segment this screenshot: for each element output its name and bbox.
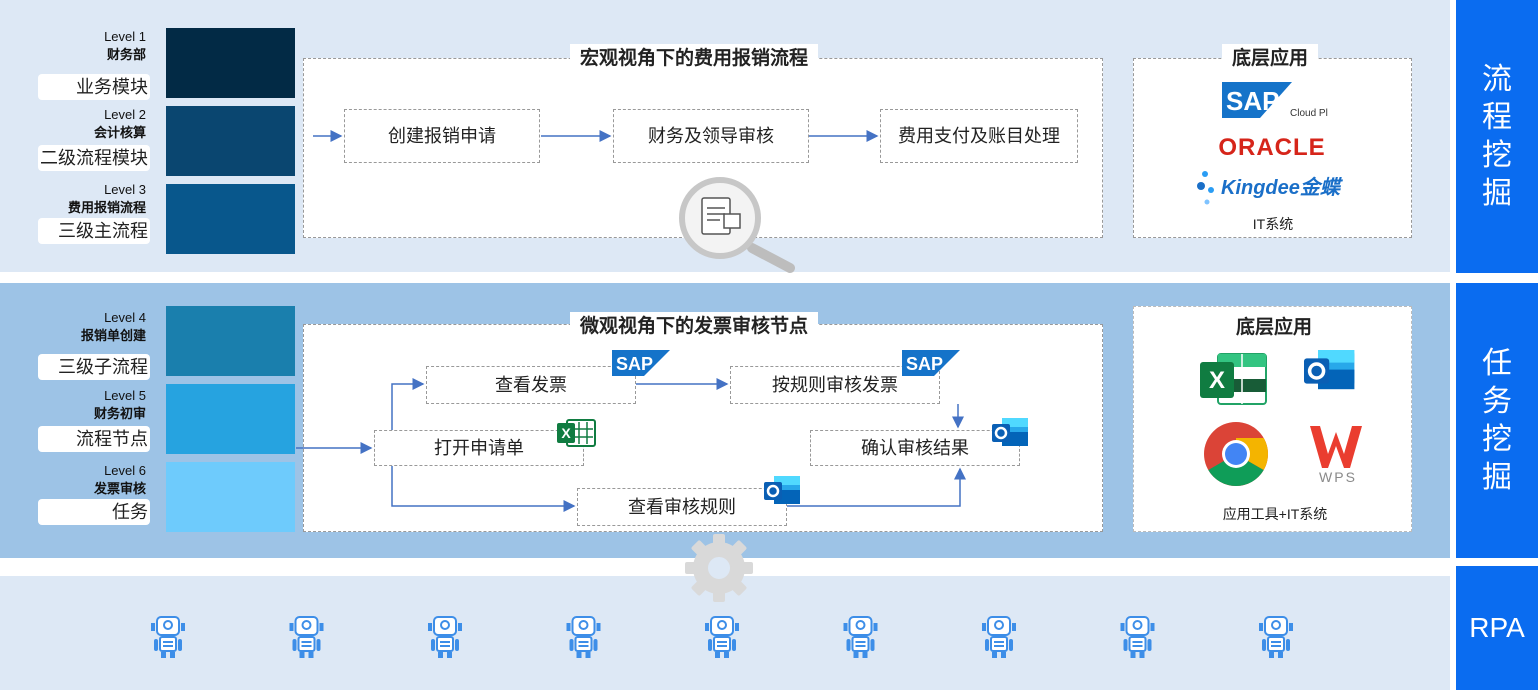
level-number: Level 3: [104, 182, 146, 197]
sap-small-icon: SAP: [902, 350, 960, 376]
robot-icon: [427, 616, 463, 659]
rpa-robots: [150, 616, 1294, 659]
micro-task-title: 微观视角下的发票审核节点: [570, 312, 819, 342]
robot-icon: [981, 616, 1017, 659]
robot-icon: [150, 616, 186, 659]
robot-icon: [288, 616, 325, 659]
outlook-small-icon: [762, 474, 802, 506]
outlook-icon: [1302, 348, 1357, 391]
level-4-label: Level 4 报销单创建: [81, 309, 146, 345]
level-6-block: [166, 462, 295, 532]
sap-cloud-text: Cloud Pl: [1290, 108, 1328, 119]
micro-apps-panel: [1133, 306, 1412, 532]
sidebar-char: 挖: [1482, 138, 1512, 172]
sidebar-char: 任: [1482, 346, 1512, 380]
svg-text:X: X: [1209, 367, 1225, 394]
sidebar-rpa: RPA: [1456, 566, 1538, 690]
svg-text:SAP: SAP: [906, 354, 943, 374]
it-system-caption: IT系统: [1252, 216, 1294, 232]
level-number: Level 2: [104, 107, 146, 122]
sidebar-task-mining: 任 务 挖 掘: [1456, 283, 1538, 558]
sidebar-char: 流: [1482, 62, 1512, 96]
chrome-icon: [1204, 422, 1268, 486]
micro-apps-title: 底层应用: [1226, 313, 1323, 343]
oracle-text: ORACLE: [1218, 134, 1325, 161]
arrow-open-to-invoice: [391, 378, 425, 430]
magnifier-icon: [679, 177, 795, 273]
robot-icon: [704, 616, 740, 659]
node-confirm-result: 确认审核结果: [810, 430, 1020, 466]
level-number: Level 1: [104, 29, 146, 44]
level-2-tag: 二级流程模块: [38, 145, 150, 171]
level-3-label: Level 3 费用报销流程: [68, 181, 146, 217]
level-2-block: [166, 106, 295, 176]
oracle-logo: ORACLE: [1196, 131, 1348, 161]
step-finance-review: 财务及领导审核: [613, 109, 809, 163]
level-6-tag: 任务: [38, 499, 150, 525]
macro-apps-title: 底层应用: [1222, 44, 1319, 74]
macro-process-title: 宏观视角下的费用报销流程: [570, 44, 819, 74]
robot-icon: [842, 616, 879, 659]
level-5-block: [166, 384, 295, 454]
sidebar-rpa-label: RPA: [1469, 612, 1525, 643]
level-1-block: [166, 28, 295, 98]
arrow-open-to-rules: [391, 466, 576, 512]
level-2-label: Level 2 会计核算: [94, 106, 146, 142]
arrow-rules-to-confirm: [787, 467, 966, 507]
sap-small-icon: SAP: [612, 350, 670, 376]
node-open-application: 打开申请单: [374, 430, 584, 466]
svg-text:SAP: SAP: [616, 354, 653, 374]
level-5-label: Level 5 财务初审: [94, 387, 146, 423]
level-number: Level 5: [104, 388, 146, 403]
gear-icon: [685, 534, 753, 602]
level-name: 会计核算: [93, 125, 146, 140]
sidebar-char: 挖: [1482, 422, 1512, 456]
level-6-label: Level 6 发票审核: [94, 462, 146, 498]
excel-small-icon: X: [557, 419, 596, 447]
level-1-label: Level 1 财务部: [104, 28, 146, 64]
level-3-block: [166, 184, 295, 254]
level-1-tag: 业务模块: [38, 74, 150, 100]
level-name: 发票审核: [93, 481, 146, 496]
sidebar-char: 程: [1482, 100, 1512, 134]
sidebar-char: 掘: [1482, 176, 1512, 210]
robot-icon: [1119, 616, 1156, 659]
node-view-invoice: 查看发票: [426, 366, 636, 404]
level-name: 财务部: [106, 47, 146, 62]
wps-icon: WPS: [1310, 426, 1362, 485]
step-payment-processing: 费用支付及账目处理: [880, 109, 1078, 163]
sap-cloud-logo: SAP Cloud Pl: [1222, 80, 1338, 120]
node-view-audit-rules: 查看审核规则: [577, 488, 787, 526]
level-number: Level 6: [104, 463, 146, 478]
level-4-block: [166, 306, 295, 376]
sidebar-process-mining: 流 程 挖 掘: [1456, 0, 1538, 273]
sidebar-char: 务: [1482, 384, 1512, 418]
level-3-tag: 三级主流程: [38, 218, 150, 244]
level-name: 财务初审: [93, 406, 146, 421]
level-name: 报销单创建: [80, 328, 146, 343]
level-4-tag: 三级子流程: [38, 354, 150, 380]
excel-icon: X: [1200, 353, 1267, 405]
step-create-claim: 创建报销申请: [344, 109, 540, 163]
wps-label: WPS: [1319, 469, 1357, 485]
robot-icon: [1258, 616, 1294, 659]
level-number: Level 4: [104, 310, 146, 325]
kingdee-logo: Kingdee金蝶: [1191, 164, 1347, 210]
tools-caption: 应用工具+IT系统: [1222, 506, 1328, 522]
level-5-tag: 流程节点: [38, 426, 150, 452]
kingdee-text: Kingdee金蝶: [1221, 176, 1344, 199]
outlook-small-icon: [990, 416, 1030, 448]
sap-text: SAP: [1226, 86, 1279, 116]
sidebar-char: 掘: [1482, 460, 1512, 494]
robot-icon: [565, 616, 602, 659]
svg-text:X: X: [561, 425, 571, 441]
level-name: 费用报销流程: [67, 200, 146, 215]
